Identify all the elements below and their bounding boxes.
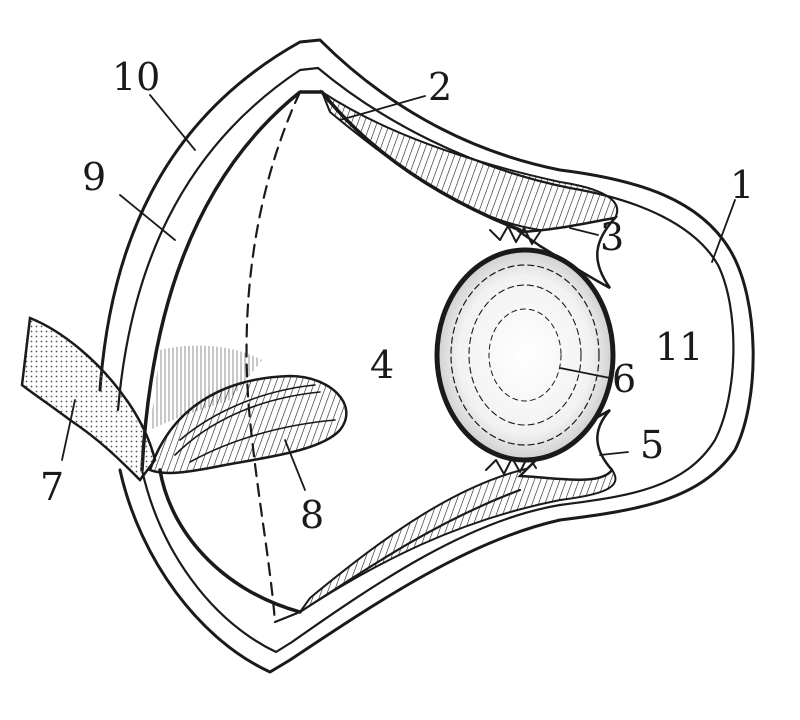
leader-8 [284, 439, 306, 491]
label-9: 9 [82, 155, 106, 199]
outer-wall [98, 38, 755, 674]
leader-3 [569, 227, 599, 236]
label-11: 11 [655, 325, 703, 369]
label-3: 3 [600, 215, 624, 259]
pecten-fold-3 [189, 419, 336, 463]
lens-layer-1 [450, 264, 600, 446]
pecten [148, 374, 348, 475]
label-10: 10 [112, 55, 160, 99]
leader-7 [61, 399, 76, 461]
lens-layer-3 [488, 308, 562, 402]
label-4: 4 [370, 343, 394, 387]
leader-1 [711, 199, 736, 263]
leader-9 [119, 194, 176, 241]
leader-2 [339, 95, 426, 121]
zonule-upper [489, 225, 541, 245]
label-8: 8 [300, 493, 324, 537]
leader-lines [61, 94, 736, 491]
label-2: 2 [428, 65, 452, 109]
ciliary-body-lower [299, 461, 617, 613]
label-5: 5 [640, 423, 664, 467]
pecten-fold-1 [174, 391, 321, 456]
leader-10 [149, 94, 196, 151]
lens [434, 247, 616, 463]
optic-nerve [20, 316, 157, 482]
pecten-shadow [150, 345, 262, 430]
outer-wall-inner-line [116, 66, 735, 654]
label-7: 7 [40, 465, 64, 509]
label-1: 1 [730, 163, 754, 207]
pecten-fold-2 [179, 384, 316, 441]
lens-layer-2 [468, 284, 582, 426]
label-6: 6 [612, 357, 636, 401]
leader-6 [559, 367, 611, 379]
leader-5 [599, 451, 629, 456]
